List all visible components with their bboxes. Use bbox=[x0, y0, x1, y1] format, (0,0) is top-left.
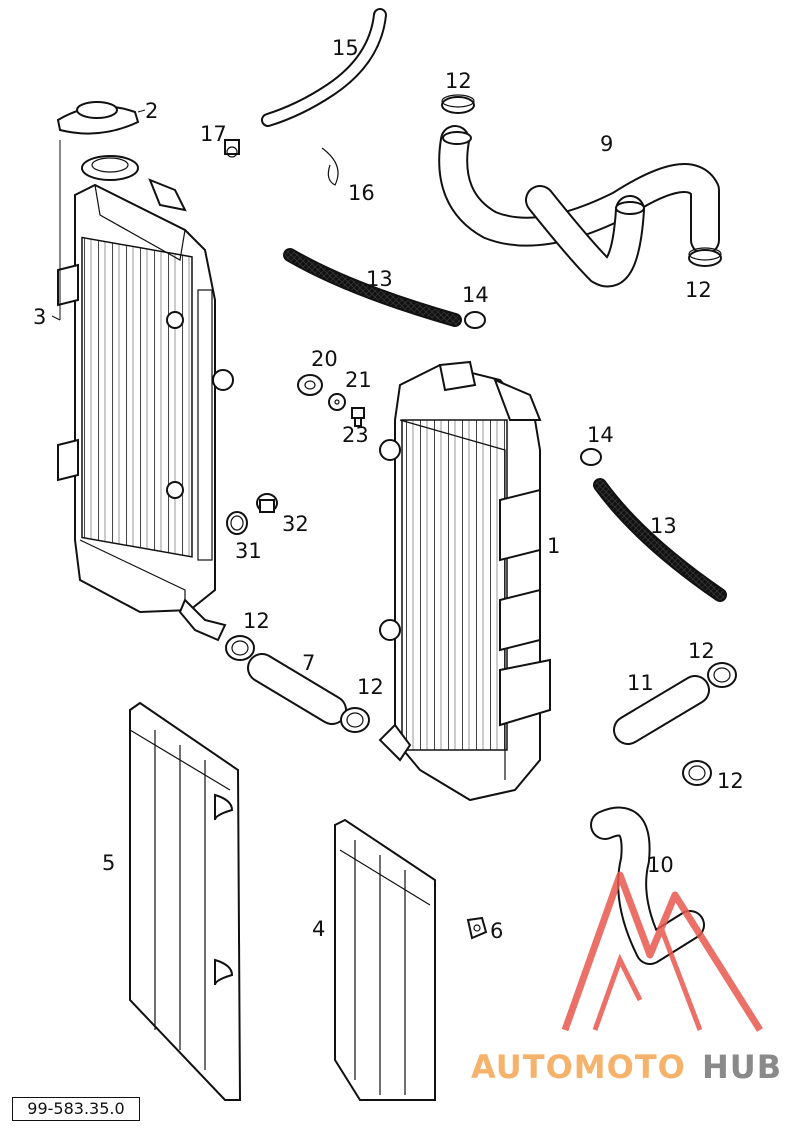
callout-11: 11 bbox=[627, 671, 654, 695]
callout-12d: 12 bbox=[357, 675, 384, 699]
watermark-logo bbox=[561, 871, 763, 1032]
callout-2: 2 bbox=[145, 99, 158, 123]
plug-32 bbox=[256, 493, 278, 513]
hose-clamp-12c bbox=[225, 635, 255, 661]
hose-clamp-12e bbox=[707, 662, 737, 688]
fitting-17 bbox=[224, 139, 240, 158]
callout-1: 1 bbox=[547, 534, 560, 558]
callout-7: 7 bbox=[302, 651, 315, 675]
hose-clamp-14b bbox=[580, 448, 602, 466]
washer-21 bbox=[328, 393, 346, 411]
callout-12b: 12 bbox=[685, 278, 712, 302]
callout-20: 20 bbox=[311, 347, 338, 371]
callout-9: 9 bbox=[600, 132, 613, 156]
hose-clamp-12d bbox=[340, 707, 370, 733]
callout-23: 23 bbox=[342, 423, 369, 447]
callout-12f: 12 bbox=[717, 769, 744, 793]
hose-clamp-12b bbox=[688, 247, 722, 267]
clip-16 bbox=[321, 147, 339, 186]
radiator-guard-5 bbox=[129, 701, 242, 1101]
hose-9 bbox=[438, 125, 720, 288]
right-radiator bbox=[378, 360, 551, 802]
bolt-23 bbox=[351, 407, 365, 427]
nut-6 bbox=[466, 916, 488, 940]
o-ring-31 bbox=[226, 511, 248, 535]
hose-11 bbox=[613, 675, 710, 745]
hose-15 bbox=[261, 8, 387, 127]
watermark-text-automoto: AUTOMOTO bbox=[471, 1048, 686, 1086]
callout-4: 4 bbox=[312, 917, 325, 941]
hose-7 bbox=[247, 653, 347, 725]
left-radiator bbox=[57, 155, 234, 642]
hose-clamp-12f bbox=[682, 760, 712, 786]
callout-21: 21 bbox=[345, 368, 372, 392]
radiator-cap bbox=[56, 101, 140, 135]
callout-12c: 12 bbox=[243, 609, 270, 633]
callout-32: 32 bbox=[282, 512, 309, 536]
hose-clamp-12a bbox=[441, 94, 475, 114]
callout-3: 3 bbox=[33, 305, 46, 329]
callout-15: 15 bbox=[332, 36, 359, 60]
callout-13b: 13 bbox=[650, 514, 677, 538]
callout-12e: 12 bbox=[688, 639, 715, 663]
part-number-label: 99-583.35.0 bbox=[12, 1097, 140, 1121]
hose-clamp-14a bbox=[464, 311, 486, 329]
watermark-text-hub: HUB bbox=[702, 1048, 782, 1086]
callout-17: 17 bbox=[200, 122, 227, 146]
callout-5: 5 bbox=[102, 851, 115, 875]
callout-31: 31 bbox=[235, 539, 262, 563]
grommet-20 bbox=[297, 374, 323, 396]
callout-16: 16 bbox=[348, 181, 375, 205]
callout-14a: 14 bbox=[462, 283, 489, 307]
callout-6: 6 bbox=[490, 919, 503, 943]
callout-12a: 12 bbox=[445, 69, 472, 93]
radiator-guard-4 bbox=[334, 818, 436, 1101]
callout-10: 10 bbox=[647, 853, 674, 877]
callout-14b: 14 bbox=[587, 423, 614, 447]
callout-13a: 13 bbox=[366, 267, 393, 291]
